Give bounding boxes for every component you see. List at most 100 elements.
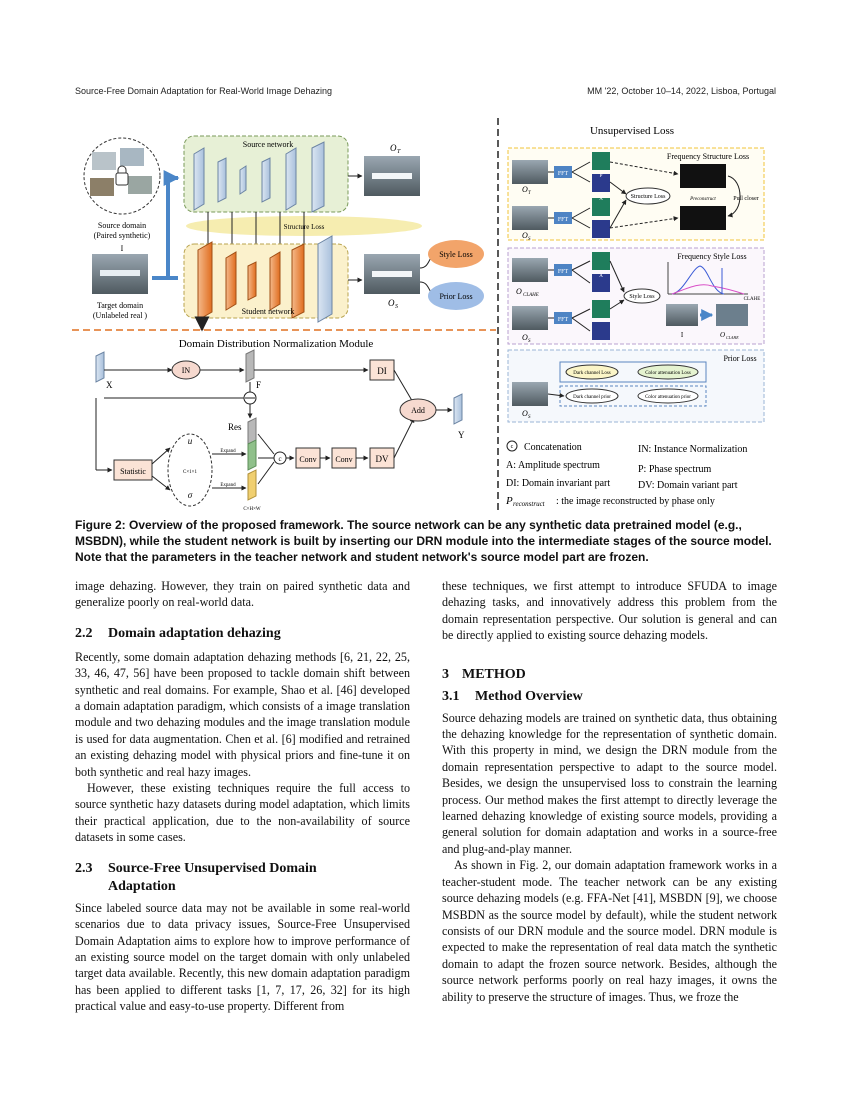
- os-thumb-2: [512, 306, 548, 330]
- os-thumb-sub: S: [528, 237, 531, 242]
- airplane-shape: [100, 270, 140, 276]
- fft-node-2: [554, 212, 572, 224]
- in-text: IN: [182, 366, 191, 375]
- spectrum-p2: [592, 220, 610, 238]
- left-para-2: However, these existing techniques requi…: [75, 781, 410, 845]
- teacher-output-plane: [372, 173, 412, 179]
- legend-p: P: Phase spectrum: [638, 464, 712, 475]
- student-network-layers: [197, 235, 333, 323]
- oclahe-thumb: [512, 258, 548, 282]
- fft-node-4: [554, 312, 572, 324]
- legend-concat-icon: [506, 440, 518, 452]
- fft-node-3: [554, 264, 572, 276]
- color-prior-node: [637, 388, 699, 404]
- right-para-0: these techniques, we first attempt to in…: [442, 579, 777, 643]
- style-loss-r-text: Style Loss: [629, 294, 655, 300]
- di-to-add: [393, 369, 415, 405]
- stats-group: [167, 433, 213, 507]
- target-domain-sub: (Unlabeled real ): [93, 311, 148, 320]
- section-3-1-title: Method Overview: [475, 688, 583, 704]
- input-to-source-arrow: [152, 170, 180, 280]
- student-output-label: O: [388, 298, 395, 308]
- y-label: Y: [458, 430, 465, 440]
- student-network-label: Student network: [242, 307, 295, 316]
- spectrum-a2: [592, 198, 610, 216]
- teacher-output-sub: T: [397, 149, 401, 155]
- pull-closer-label: Pull closer: [733, 196, 759, 202]
- recon-image-1: [680, 164, 726, 188]
- concat-text: c: [278, 455, 281, 463]
- loss-group-box: [559, 361, 707, 383]
- section-2-3-number: 2.3: [75, 860, 93, 876]
- dark-loss-text: Dark channel Loss: [573, 371, 611, 376]
- spectrum-p3: [592, 274, 610, 292]
- spectrum-p4: [592, 322, 610, 340]
- color-loss-node: [637, 364, 699, 380]
- dark-loss-node: [565, 364, 619, 380]
- struct-flow-arrows: [548, 161, 741, 229]
- right-para-2: As shown in Fig. 2, our domain adaptatio…: [442, 858, 777, 1004]
- y-feature-block: [453, 393, 463, 425]
- add-text: Add: [411, 406, 425, 415]
- running-header-venue: MM '22, October 10–14, 2022, Lisboa, Por…: [587, 86, 776, 96]
- legend-a: A: Amplitude spectrum: [506, 460, 600, 471]
- spectrum-p1: [592, 174, 610, 192]
- color-loss-text: Color attenuation Loss: [645, 371, 691, 376]
- section-2-3-title-line1: Source-Free Unsupervised Domain: [108, 860, 317, 876]
- freq-structure-title: Frequency Structure Loss: [667, 152, 749, 161]
- spectrum-a4: [592, 300, 610, 318]
- expand-label-2: Expand: [220, 483, 236, 488]
- section-3-title: METHOD: [462, 666, 526, 682]
- struct-loss-node: [625, 187, 671, 205]
- mu-feature-block: [247, 439, 257, 471]
- p-label-1: P: [600, 174, 603, 179]
- prior-loss-title: Prior Loss: [723, 354, 756, 363]
- dark-prior-text: Dark channel prior: [573, 395, 611, 400]
- running-header-title: Source-Free Domain Adaptation for Real-W…: [75, 86, 332, 96]
- right-para-1: Source dehazing models are trained on sy…: [442, 710, 777, 856]
- style-loss-text: Style Loss: [439, 250, 473, 259]
- f-label: F: [256, 380, 261, 390]
- res-to-concat: [257, 433, 275, 455]
- freq-style-title: Frequency Style Loss: [677, 252, 746, 261]
- legend: c Concatenation IN: Instance Normalizati…: [505, 440, 747, 508]
- clahe-thumb-sub: CLAHE: [726, 335, 739, 340]
- legend-dv: DV: Domain variant part: [638, 480, 738, 491]
- fft-text-1: FFT: [558, 171, 569, 177]
- source-domain-icon: [83, 137, 161, 215]
- prior-loss-node: [428, 282, 484, 310]
- fft-node-1: [554, 166, 572, 178]
- struct-loss-text: Structure Loss: [631, 194, 666, 200]
- section-3-number: 3: [442, 666, 449, 682]
- os-thumb-3: [512, 382, 548, 406]
- ddnm-title: Domain Distribution Normalization Module: [179, 338, 374, 350]
- dv-text: DV: [376, 454, 389, 464]
- stat-to-sigma: [151, 475, 171, 491]
- unsupervised-loss-title: Unsupervised Loss: [590, 125, 674, 137]
- conv1-text: Conv: [299, 455, 316, 464]
- spectrum-a1: [592, 152, 610, 170]
- ot-thumb-label: O: [522, 185, 528, 194]
- figure-2: Source domain (Paired synthetic) I Targe…: [72, 118, 778, 514]
- oclahe-sub: CLAHE: [523, 293, 539, 298]
- i-thumb: [666, 304, 698, 326]
- section-3-heading: 3 METHOD: [442, 666, 777, 684]
- os-thumb-2-label: O: [522, 333, 528, 342]
- os-thumb-label: O: [522, 231, 528, 240]
- conv2-text: Conv: [335, 455, 352, 464]
- input-i-label: I: [121, 244, 124, 253]
- statistic-text: Statistic: [120, 467, 146, 476]
- teacher-output-label: O: [390, 143, 397, 153]
- ot-thumb-sub: T: [528, 191, 532, 196]
- fft-text-2: FFT: [558, 217, 569, 223]
- res-label: Res: [228, 422, 242, 432]
- source-domain-label: Source domain: [98, 221, 146, 230]
- student-network-box: [183, 243, 349, 319]
- source-domain-sub: (Paired synthetic): [94, 231, 151, 240]
- os-to-prior-arrow: [547, 392, 565, 398]
- mu-label: u: [188, 436, 193, 446]
- left-para-0: image dehazing. However, they train on p…: [75, 579, 410, 610]
- section-2-2-number: 2.2: [75, 625, 93, 641]
- x-label: X: [106, 380, 113, 390]
- c11-label: C×1×1: [183, 470, 197, 475]
